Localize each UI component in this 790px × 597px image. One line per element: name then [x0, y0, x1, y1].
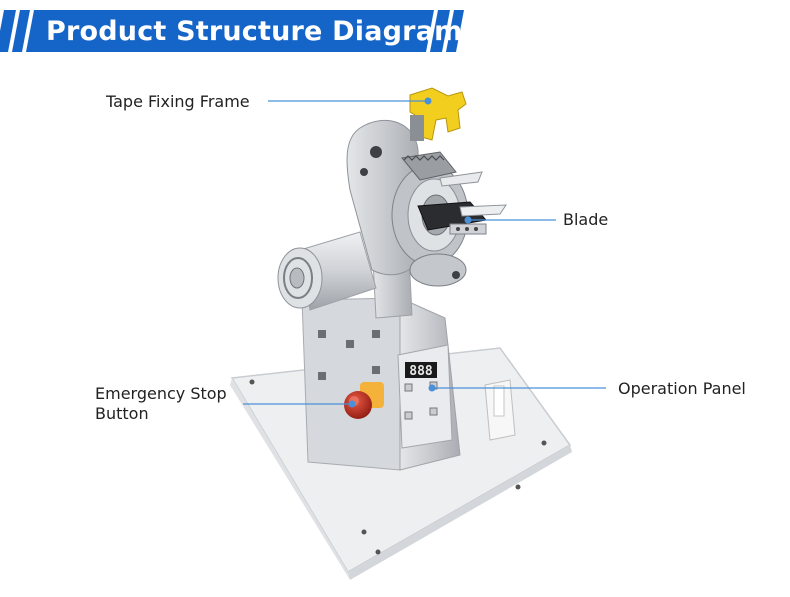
- callout-blade: Blade: [563, 210, 609, 229]
- callout-tape-fixing-frame: Tape Fixing Frame: [106, 92, 250, 111]
- leader-dot-blade: [464, 216, 472, 224]
- base-screw: [515, 484, 521, 490]
- page-title: Product Structure Diagram: [46, 16, 463, 47]
- motor-cylinder: [277, 231, 377, 311]
- arm-bolt: [360, 168, 368, 176]
- tape-fixing-frame: [409, 87, 467, 141]
- banner-stripe-right-2: [446, 10, 464, 52]
- base-screw: [249, 379, 255, 385]
- base-screw: [361, 529, 367, 535]
- banner-bar: [26, 10, 434, 52]
- callout-emergency-stop-button: Emergency Stop Button: [95, 384, 227, 423]
- base-screw: [375, 549, 381, 555]
- emergency-stop-button[interactable]: [344, 382, 384, 419]
- panel-key[interactable]: [404, 411, 413, 420]
- banner-shape: [0, 10, 464, 52]
- leader-dot-tape-frame: [424, 97, 432, 105]
- blade: [417, 201, 507, 235]
- leader-dot-estop: [348, 400, 356, 408]
- operation-panel: 888: [397, 344, 453, 449]
- panel-key[interactable]: [404, 383, 413, 392]
- callout-operation-panel: Operation Panel: [618, 379, 746, 398]
- panel-display: [405, 362, 437, 378]
- header-banner: Product Structure Diagram: [0, 0, 790, 62]
- leader-dot-panel: [428, 384, 436, 392]
- banner-stripe-left-2: [12, 10, 30, 52]
- panel-key[interactable]: [429, 407, 438, 416]
- banner-stripe-right-1: [430, 10, 450, 52]
- panel-display-digits: 888: [409, 364, 433, 379]
- arm-bolt: [370, 146, 382, 158]
- tape-guide-bracket: [484, 379, 516, 441]
- leader-lines: [243, 97, 606, 408]
- base-screw: [541, 440, 547, 446]
- banner-stripe-left-1: [0, 10, 16, 52]
- cutter-assembly: [401, 151, 483, 187]
